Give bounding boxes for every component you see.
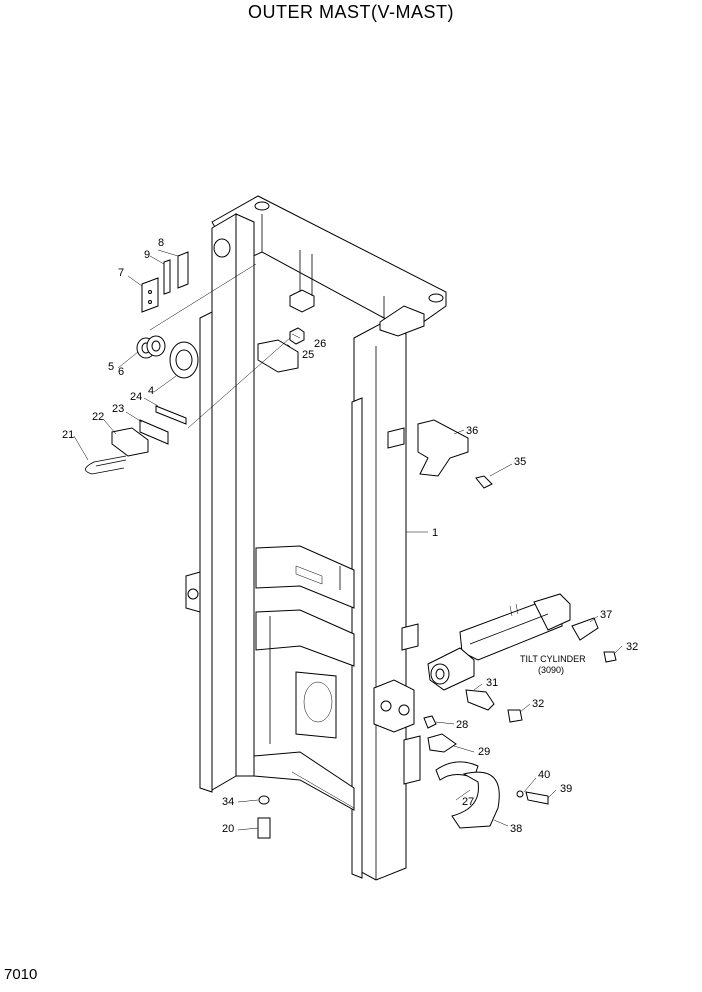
- callout-37: 37: [600, 609, 612, 621]
- callout-28: 28: [456, 719, 468, 731]
- callout-26: 26: [314, 338, 326, 350]
- callout-23: 23: [112, 403, 124, 415]
- callout-22: 22: [92, 411, 104, 423]
- callout-39: 39: [560, 783, 572, 795]
- callout-4: 4: [148, 385, 154, 397]
- leader-lines: [73, 249, 623, 831]
- tilt-cylinder-note: TILT CYLINDER: [520, 654, 586, 664]
- callout-24: 24: [130, 391, 142, 403]
- callout-9: 9: [144, 249, 150, 261]
- callout-7: 7: [118, 267, 124, 279]
- callout-labels: 1 4 5 6 7 8 9 20 21 22 23 24 25 26 27 28…: [62, 237, 638, 835]
- callout-27: 27: [462, 796, 474, 808]
- callout-21: 21: [62, 429, 74, 441]
- callout-32b: 32: [626, 641, 638, 653]
- diagram-title: OUTER MAST(V-MAST): [248, 2, 454, 22]
- callout-25: 25: [302, 349, 314, 361]
- callout-8: 8: [158, 237, 164, 249]
- callout-5: 5: [108, 361, 114, 373]
- callout-40: 40: [538, 769, 550, 781]
- callout-31: 31: [486, 677, 498, 689]
- callout-32a: 32: [532, 698, 544, 710]
- callout-38: 38: [510, 823, 522, 835]
- callout-35: 35: [514, 456, 526, 468]
- callout-34: 34: [222, 796, 234, 808]
- callout-29: 29: [478, 746, 490, 758]
- small-parts: [85, 238, 617, 839]
- tilt-cylinder-ref: (3090): [538, 665, 564, 675]
- outer-mast-frame: [185, 195, 447, 881]
- page-number: 7010: [4, 966, 38, 983]
- callout-1: 1: [432, 527, 438, 539]
- callout-20: 20: [222, 823, 234, 835]
- callout-6: 6: [118, 366, 124, 378]
- callout-36: 36: [466, 425, 478, 437]
